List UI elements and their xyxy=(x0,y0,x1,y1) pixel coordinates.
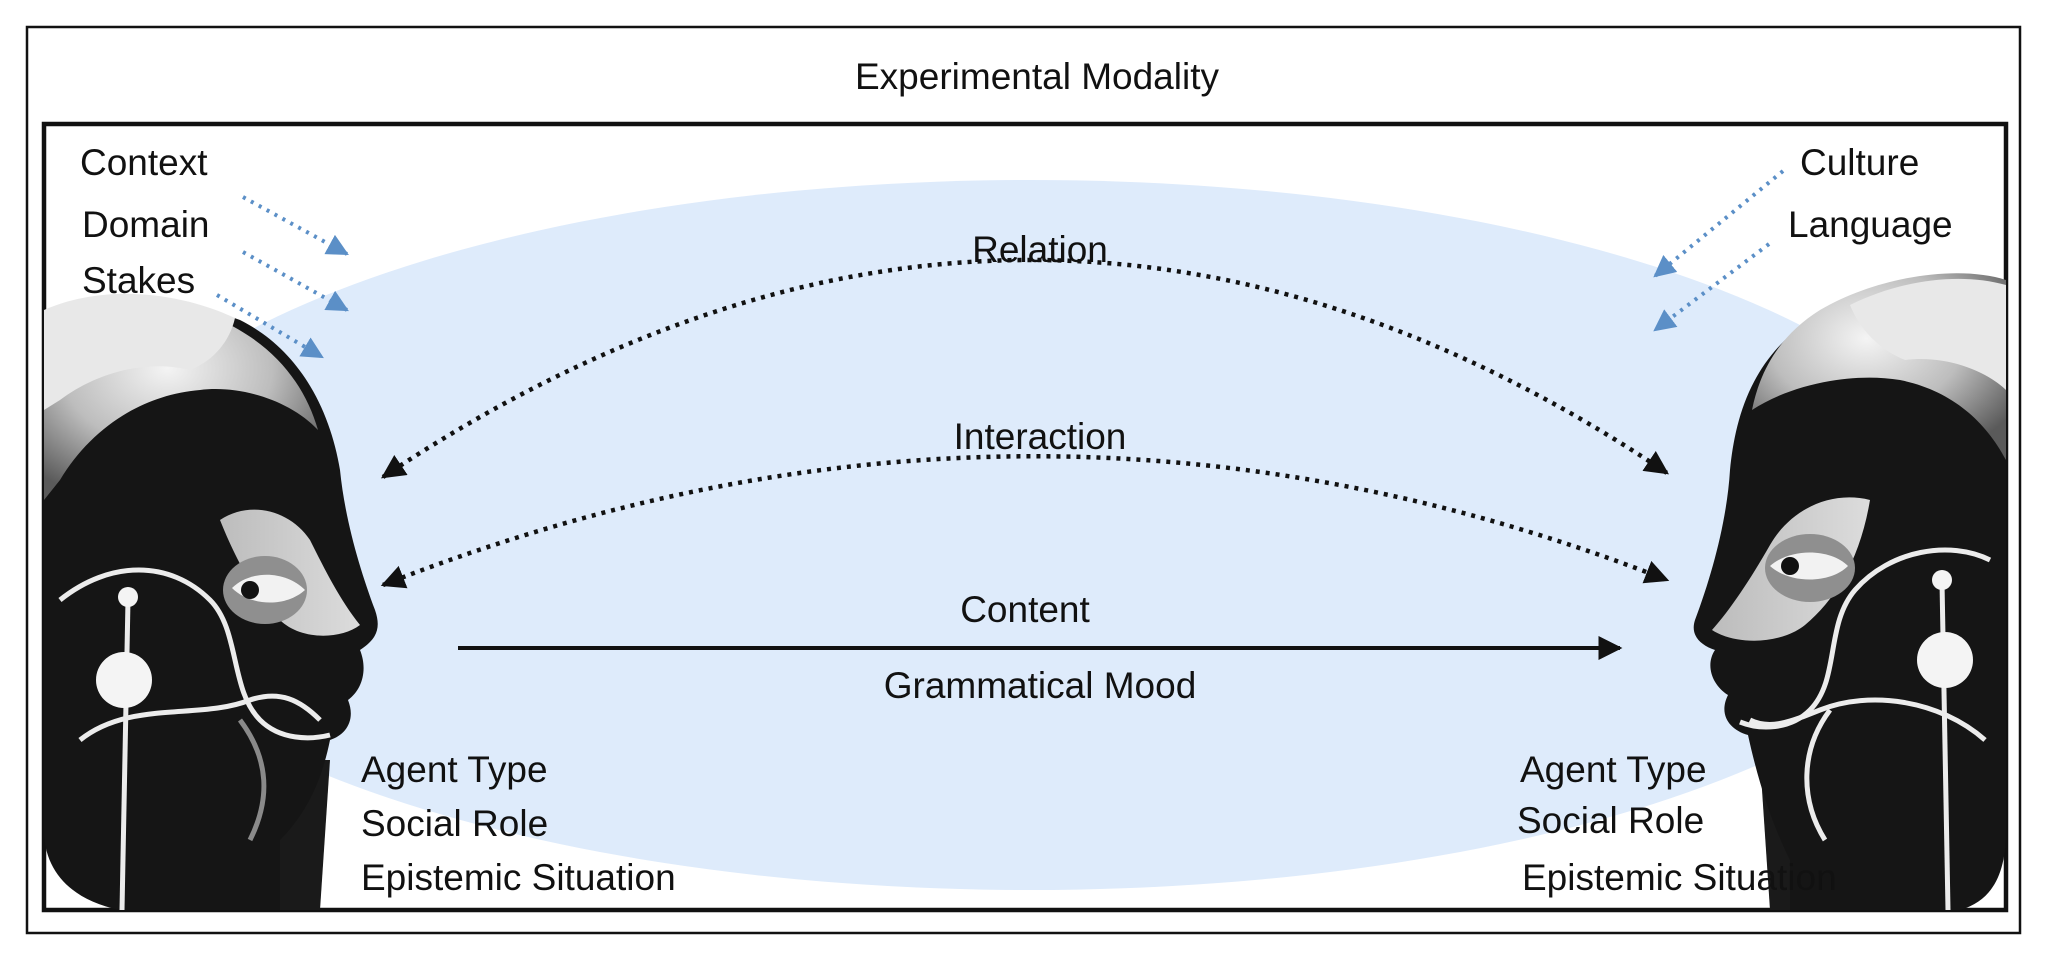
content-label: Content xyxy=(960,589,1090,630)
relation-label: Relation xyxy=(972,229,1108,270)
outer-frame xyxy=(25,25,2022,935)
left-agent-type-label: Agent Type xyxy=(361,749,548,790)
diagram-title: Experimental Modality xyxy=(855,56,1219,97)
interaction-arrow xyxy=(380,454,1670,589)
left-agent-head-icon xyxy=(44,293,378,910)
relation-arrow xyxy=(381,257,1669,479)
interaction-space-ellipse xyxy=(75,180,1985,890)
right-epistemic-situation-label: Epistemic Situation xyxy=(1522,857,1837,898)
factor-label-culture: Culture xyxy=(1800,142,1919,183)
factor-label-stakes: Stakes xyxy=(82,260,195,301)
language-influence-arrow xyxy=(1653,242,1771,332)
factor-label-language: Language xyxy=(1788,204,1953,245)
domain-influence-arrow xyxy=(242,250,349,312)
left-social-role-label: Social Role xyxy=(361,803,548,844)
left-epistemic-situation-label: Epistemic Situation xyxy=(361,857,676,898)
culture-influence-arrow xyxy=(1653,169,1785,278)
factor-label-context: Context xyxy=(80,142,208,183)
interaction-label: Interaction xyxy=(954,416,1127,457)
grammatical-mood-label: Grammatical Mood xyxy=(884,665,1197,706)
right-agent-head-icon xyxy=(1693,273,2006,910)
factor-label-domain: Domain xyxy=(82,204,210,245)
right-social-role-label: Social Role xyxy=(1517,800,1704,841)
right-agent-type-label: Agent Type xyxy=(1520,749,1707,790)
context-influence-arrow xyxy=(242,195,349,256)
stakes-influence-arrow xyxy=(215,293,324,359)
